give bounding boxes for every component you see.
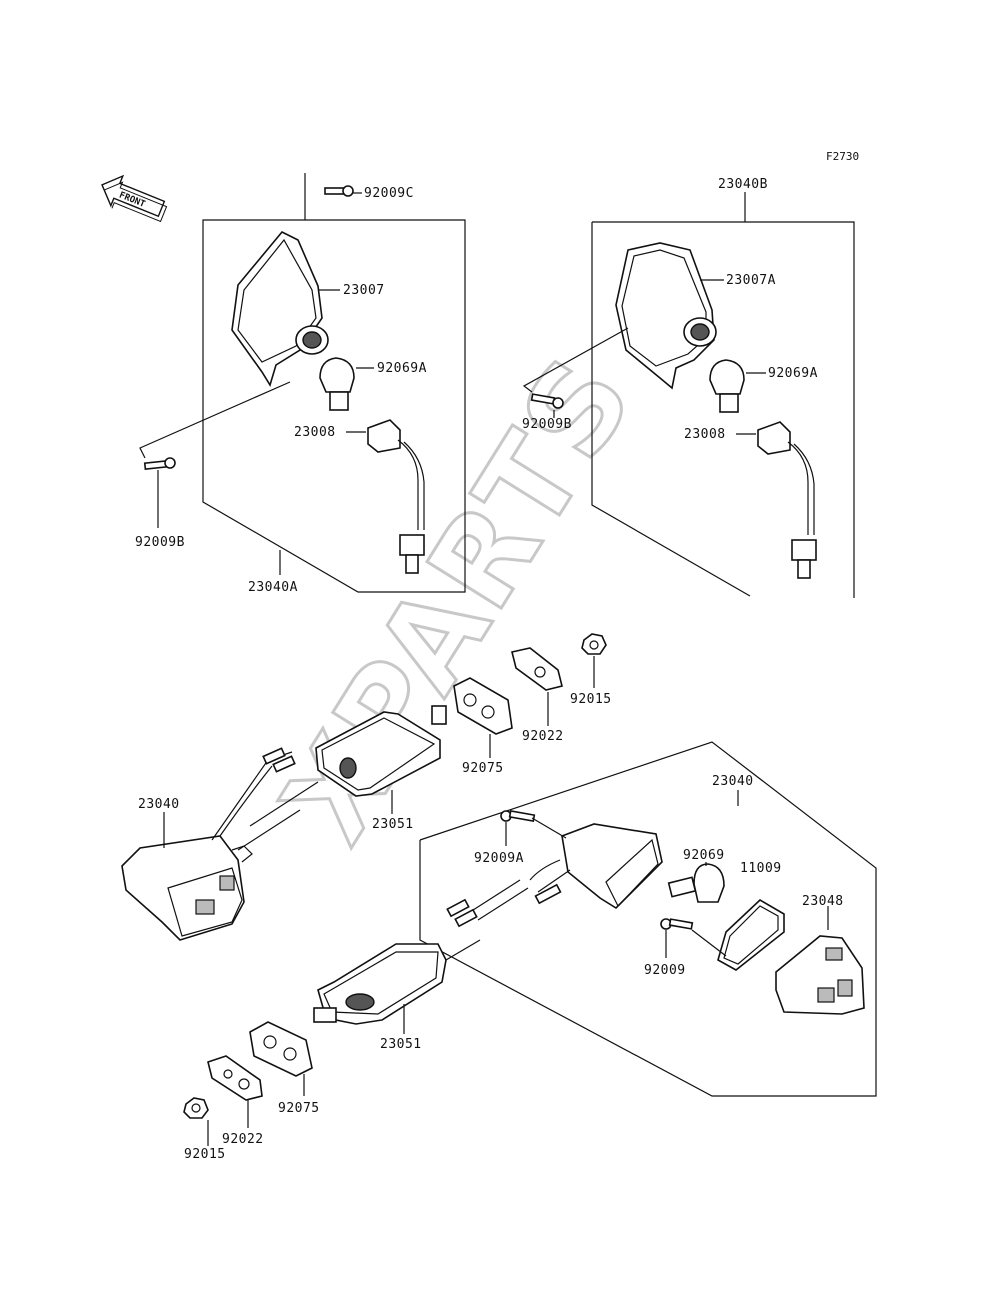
watermark-text: XPARTS xyxy=(257,332,662,865)
plate-92022-bottom xyxy=(207,1055,263,1101)
signal-body-right xyxy=(446,823,663,928)
housing-23007A xyxy=(615,242,717,390)
nut-92015-bottom xyxy=(183,1097,209,1119)
screw-92009 xyxy=(660,918,727,957)
bulb-92069A-right xyxy=(709,359,745,413)
nut-92015-top xyxy=(581,633,607,655)
assembly-23040: 23040 92009A 92069 xyxy=(419,741,877,1097)
label-11009: 11009 xyxy=(740,861,782,876)
screw-92009B-left xyxy=(143,457,176,471)
housing-23007 xyxy=(231,231,329,387)
front-arrow-icon: FRONT xyxy=(101,174,168,223)
label-23008-left: 23008 xyxy=(294,425,336,440)
assembly-23040A: 92009C 23007 92069A 23008 xyxy=(135,173,466,595)
label-92015-bottom: 92015 xyxy=(184,1147,226,1162)
rubber-92075-bottom xyxy=(249,1021,313,1077)
label-23040-left: 23040 xyxy=(138,797,180,812)
label-92022-top: 92022 xyxy=(522,729,564,744)
label-92069A-right: 92069A xyxy=(768,366,818,381)
assembly-23040B: 23040B 23007A 92069A 23008 xyxy=(522,177,855,598)
upper-stack: 92015 92022 92075 23051 xyxy=(121,633,612,941)
label-92009A: 92009A xyxy=(474,851,524,866)
screw-92009B-right xyxy=(530,393,564,409)
label-23051-top: 23051 xyxy=(372,817,414,832)
label-92022-bottom: 92022 xyxy=(222,1132,264,1147)
plate-92022-top xyxy=(511,647,563,691)
label-92009B-right: 92009B xyxy=(522,417,572,432)
bulb-92069 xyxy=(667,863,725,903)
screw-92009C xyxy=(324,185,362,197)
label-23048: 23048 xyxy=(802,894,844,909)
socket-23008-left xyxy=(367,419,425,574)
screw-92009A xyxy=(500,810,536,822)
stem-23051-bottom xyxy=(313,943,447,1025)
label-23007: 23007 xyxy=(343,283,385,298)
lens-23048 xyxy=(775,935,865,1015)
rubber-92075-top xyxy=(453,677,513,735)
label-23007A: 23007A xyxy=(726,273,776,288)
guide-lines xyxy=(249,781,567,961)
label-92075-top: 92075 xyxy=(462,761,504,776)
label-92009C: 92009C xyxy=(364,186,414,201)
label-92069: 92069 xyxy=(683,848,725,863)
label-92075-bottom: 92075 xyxy=(278,1101,320,1116)
bulb-92069A-left xyxy=(319,357,355,411)
label-23008-right: 23008 xyxy=(684,427,726,442)
figure-code: F2730 xyxy=(826,150,859,163)
label-92069A-left: 92069A xyxy=(377,361,427,376)
gasket-11009 xyxy=(717,899,785,971)
socket-23008-right xyxy=(757,421,817,579)
label-23040-right: 23040 xyxy=(712,774,754,789)
label-92009: 92009 xyxy=(644,963,686,978)
lower-stack: 23051 92075 92022 92015 xyxy=(183,943,447,1162)
signal-23040-left xyxy=(121,747,301,941)
label-23051-bottom: 23051 xyxy=(380,1037,422,1052)
label-23040B: 23040B xyxy=(718,177,768,192)
label-92009B-left: 92009B xyxy=(135,535,185,550)
label-23040A: 23040A xyxy=(248,580,298,595)
stem-23051-top xyxy=(315,705,447,797)
label-92015-top: 92015 xyxy=(570,692,612,707)
